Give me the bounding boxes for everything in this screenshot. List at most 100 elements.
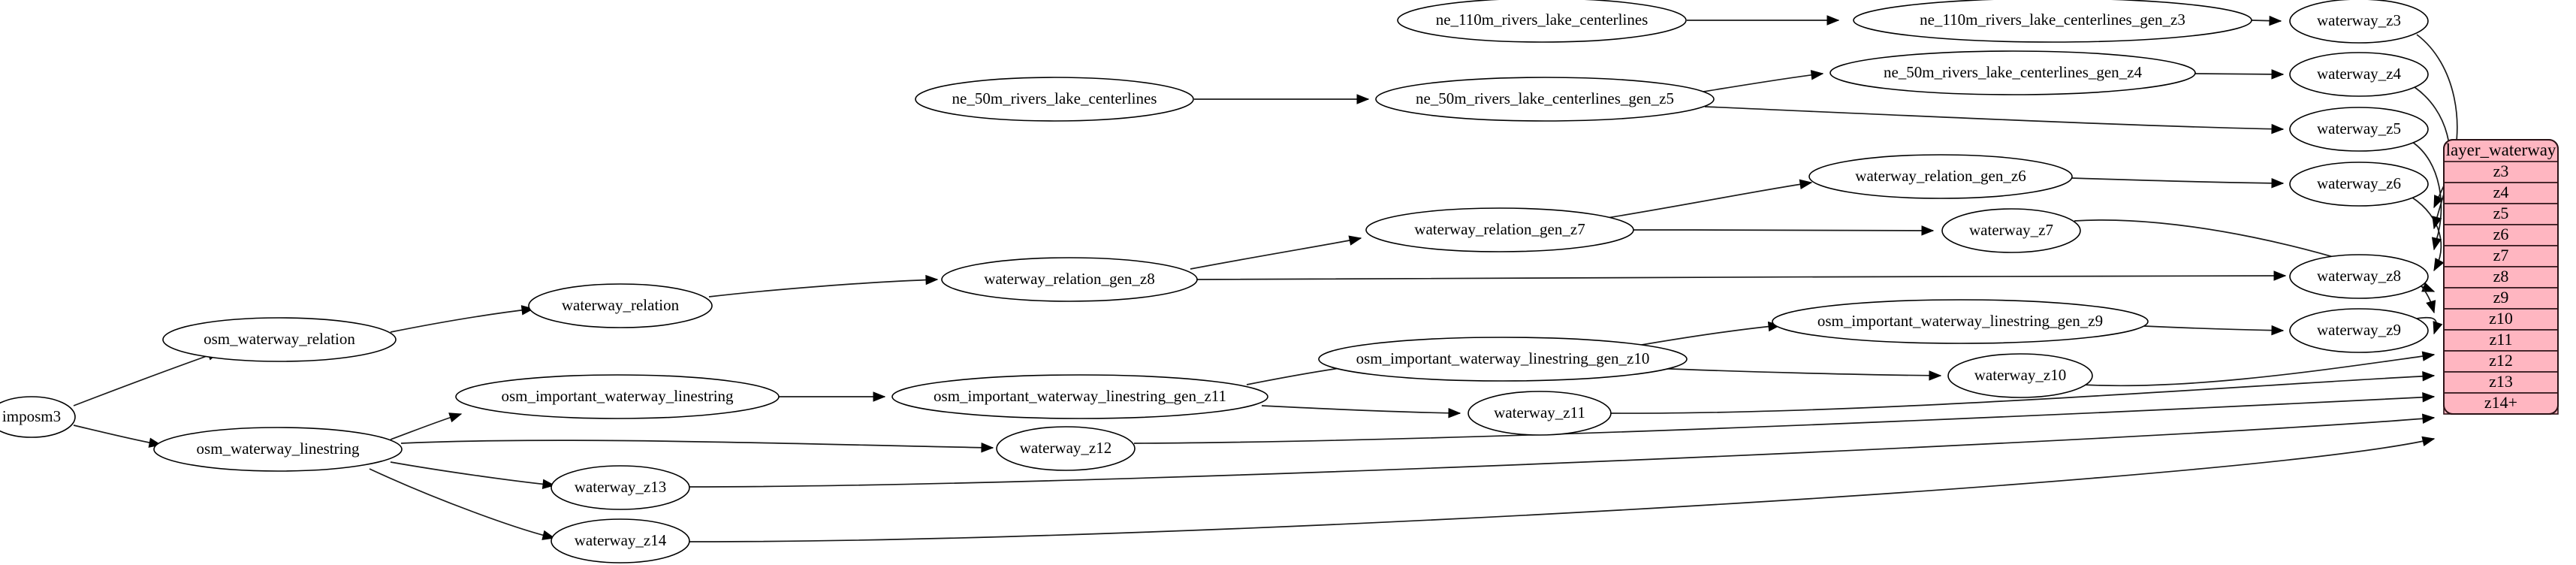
node-waterway_z12[interactable]: waterway_z12 bbox=[996, 426, 1136, 471]
table-row-background[interactable] bbox=[2443, 392, 2559, 415]
table-row[interactable]: z13 bbox=[2443, 371, 2559, 394]
edge-waterway_relation_gen_z7-to-waterway_relation_gen_z6 bbox=[1606, 179, 1813, 219]
node-shape[interactable] bbox=[455, 374, 780, 419]
table-row[interactable]: z10 bbox=[2443, 308, 2559, 331]
node-osm_waterway_relation[interactable]: osm_waterway_relation bbox=[162, 317, 397, 362]
table-row[interactable]: z7 bbox=[2443, 245, 2559, 267]
node-shape[interactable] bbox=[1941, 208, 2081, 253]
edge-waterway_relation-to-waterway_relation_gen_z8 bbox=[708, 274, 939, 298]
node-shape[interactable] bbox=[1947, 353, 2093, 398]
node-waterway_z5[interactable]: waterway_z5 bbox=[2289, 107, 2429, 152]
node-shape[interactable] bbox=[1318, 337, 1688, 382]
arrow-head-icon bbox=[873, 391, 886, 402]
table-row-background[interactable] bbox=[2443, 308, 2559, 331]
edge-osm_important_waterway_linestring_gen_z9-to-waterway_z9 bbox=[2143, 325, 2285, 336]
node-shape[interactable] bbox=[1397, 0, 1687, 43]
node-waterway_relation[interactable]: waterway_relation bbox=[528, 283, 713, 328]
node-shape[interactable] bbox=[2289, 308, 2429, 353]
arrow-head-icon bbox=[2271, 123, 2285, 134]
node-osm_important_waterway_linestring[interactable]: osm_important_waterway_linestring bbox=[455, 374, 780, 419]
node-shape[interactable] bbox=[915, 77, 1194, 122]
node-waterway_relation_gen_z8[interactable]: waterway_relation_gen_z8 bbox=[941, 257, 1198, 302]
node-shape[interactable] bbox=[2289, 162, 2429, 207]
table-row[interactable]: z8 bbox=[2443, 266, 2559, 289]
arrow-head-icon bbox=[2421, 282, 2436, 292]
edge-osm_important_waterway_linestring_gen_z11-to-waterway_z11 bbox=[1261, 405, 1461, 418]
edge-line bbox=[73, 351, 220, 406]
arrow-head-icon bbox=[2422, 413, 2436, 424]
node-osm_waterway_linestring[interactable]: osm_waterway_linestring bbox=[153, 427, 403, 472]
table-row[interactable]: z3 bbox=[2443, 161, 2559, 183]
node-shape[interactable] bbox=[1467, 391, 1612, 436]
table-row[interactable]: z4 bbox=[2443, 182, 2559, 204]
node-shape[interactable] bbox=[2289, 107, 2429, 152]
table-row[interactable]: z11 bbox=[2443, 329, 2559, 352]
table-row[interactable]: z5 bbox=[2443, 203, 2559, 225]
node-label: ne_50m_rivers_lake_centerlines bbox=[952, 89, 1157, 107]
table-cell-label: z14+ bbox=[2484, 393, 2517, 412]
node-ne_110m_rivers_lake_centerlines[interactable]: ne_110m_rivers_lake_centerlines bbox=[1397, 0, 1687, 43]
table-row[interactable]: z6 bbox=[2443, 224, 2559, 246]
arrow-head-icon bbox=[541, 530, 556, 540]
node-ne_50m_rivers_lake_centerlines_gen_z4[interactable]: ne_50m_rivers_lake_centerlines_gen_z4 bbox=[1829, 50, 2196, 95]
node-waterway_z11[interactable]: waterway_z11 bbox=[1467, 391, 1612, 436]
layer-waterway-table[interactable]: layer_waterwayz3z4z5z6z7z8z9z10z11z12z13… bbox=[2443, 139, 2559, 415]
node-ne_50m_rivers_lake_centerlines_gen_z5[interactable]: ne_50m_rivers_lake_centerlines_gen_z5 bbox=[1375, 77, 1715, 122]
node-imposm3[interactable]: imposm3 bbox=[0, 396, 76, 438]
node-label: waterway_relation_gen_z6 bbox=[1855, 167, 2026, 185]
node-waterway_relation_gen_z7[interactable]: waterway_relation_gen_z7 bbox=[1365, 207, 1634, 252]
node-shape[interactable] bbox=[1375, 77, 1715, 122]
node-shape[interactable] bbox=[1772, 299, 2149, 344]
node-shape[interactable] bbox=[1829, 50, 2196, 95]
node-shape[interactable] bbox=[528, 283, 713, 328]
node-waterway_z9[interactable]: waterway_z9 bbox=[2289, 308, 2429, 353]
edge-osm_waterway_relation-to-waterway_relation bbox=[390, 305, 535, 333]
node-osm_important_waterway_linestring_gen_z11[interactable]: osm_important_waterway_linestring_gen_z1… bbox=[891, 374, 1268, 419]
node-shape[interactable] bbox=[2289, 254, 2429, 299]
node-shape[interactable] bbox=[1853, 0, 2252, 43]
edge-line bbox=[390, 461, 555, 486]
node-waterway_z4[interactable]: waterway_z4 bbox=[2289, 52, 2429, 97]
table-row[interactable]: z12 bbox=[2443, 350, 2559, 373]
node-shape[interactable] bbox=[550, 518, 690, 563]
table-cell-label: z9 bbox=[2493, 288, 2509, 307]
node-osm_important_waterway_linestring_gen_z9[interactable]: osm_important_waterway_linestring_gen_z9 bbox=[1772, 299, 2149, 344]
table-row-background[interactable] bbox=[2443, 350, 2559, 373]
node-shape[interactable] bbox=[2289, 0, 2429, 44]
edge-osm_waterway_linestring-to-waterway_z14 bbox=[369, 468, 556, 540]
edge-line bbox=[1651, 367, 1941, 376]
node-waterway_z3[interactable]: waterway_z3 bbox=[2289, 0, 2429, 44]
node-shape[interactable] bbox=[941, 257, 1198, 302]
node-waterway_z8[interactable]: waterway_z8 bbox=[2289, 254, 2429, 299]
table-row[interactable]: z14+ bbox=[2443, 392, 2559, 415]
node-waterway_z6[interactable]: waterway_z6 bbox=[2289, 162, 2429, 207]
node-shape[interactable] bbox=[0, 396, 76, 438]
arrow-head-icon bbox=[2269, 15, 2282, 26]
arrow-head-icon bbox=[2421, 436, 2436, 446]
node-waterway_z10[interactable]: waterway_z10 bbox=[1947, 353, 2093, 398]
node-osm_important_waterway_linestring_gen_z10[interactable]: osm_important_waterway_linestring_gen_z1… bbox=[1318, 337, 1688, 382]
node-shape[interactable] bbox=[2289, 52, 2429, 97]
edge-ne_110m_rivers_lake_centerlines-to-ne_110m_rivers_lake_centerlines_gen_z3 bbox=[1687, 15, 1840, 26]
node-shape[interactable] bbox=[891, 374, 1268, 419]
node-shape[interactable] bbox=[1365, 207, 1634, 252]
edge-line bbox=[689, 438, 2435, 542]
arrow-head-icon bbox=[2271, 69, 2285, 80]
edge-osm_important_waterway_linestring-to-osm_important_waterway_linestring_gen_z11 bbox=[779, 391, 886, 402]
node-waterway_z13[interactable]: waterway_z13 bbox=[550, 465, 690, 510]
node-waterway_z14[interactable]: waterway_z14 bbox=[550, 518, 690, 563]
table-row-background[interactable] bbox=[2443, 371, 2559, 394]
table-cell-label: z7 bbox=[2493, 246, 2509, 264]
node-shape[interactable] bbox=[162, 317, 397, 362]
node-waterway_z7[interactable]: waterway_z7 bbox=[1941, 208, 2081, 253]
node-shape[interactable] bbox=[550, 465, 690, 510]
node-ne_50m_rivers_lake_centerlines[interactable]: ne_50m_rivers_lake_centerlines bbox=[915, 77, 1194, 122]
node-shape[interactable] bbox=[1808, 154, 2073, 199]
node-waterway_relation_gen_z6[interactable]: waterway_relation_gen_z6 bbox=[1808, 154, 2073, 199]
node-shape[interactable] bbox=[153, 427, 403, 472]
node-shape[interactable] bbox=[996, 426, 1136, 471]
node-ne_110m_rivers_lake_centerlines_gen_z3[interactable]: ne_110m_rivers_lake_centerlines_gen_z3 bbox=[1853, 0, 2252, 43]
edges-layer bbox=[73, 15, 2458, 542]
table-row[interactable]: z9 bbox=[2443, 287, 2559, 310]
